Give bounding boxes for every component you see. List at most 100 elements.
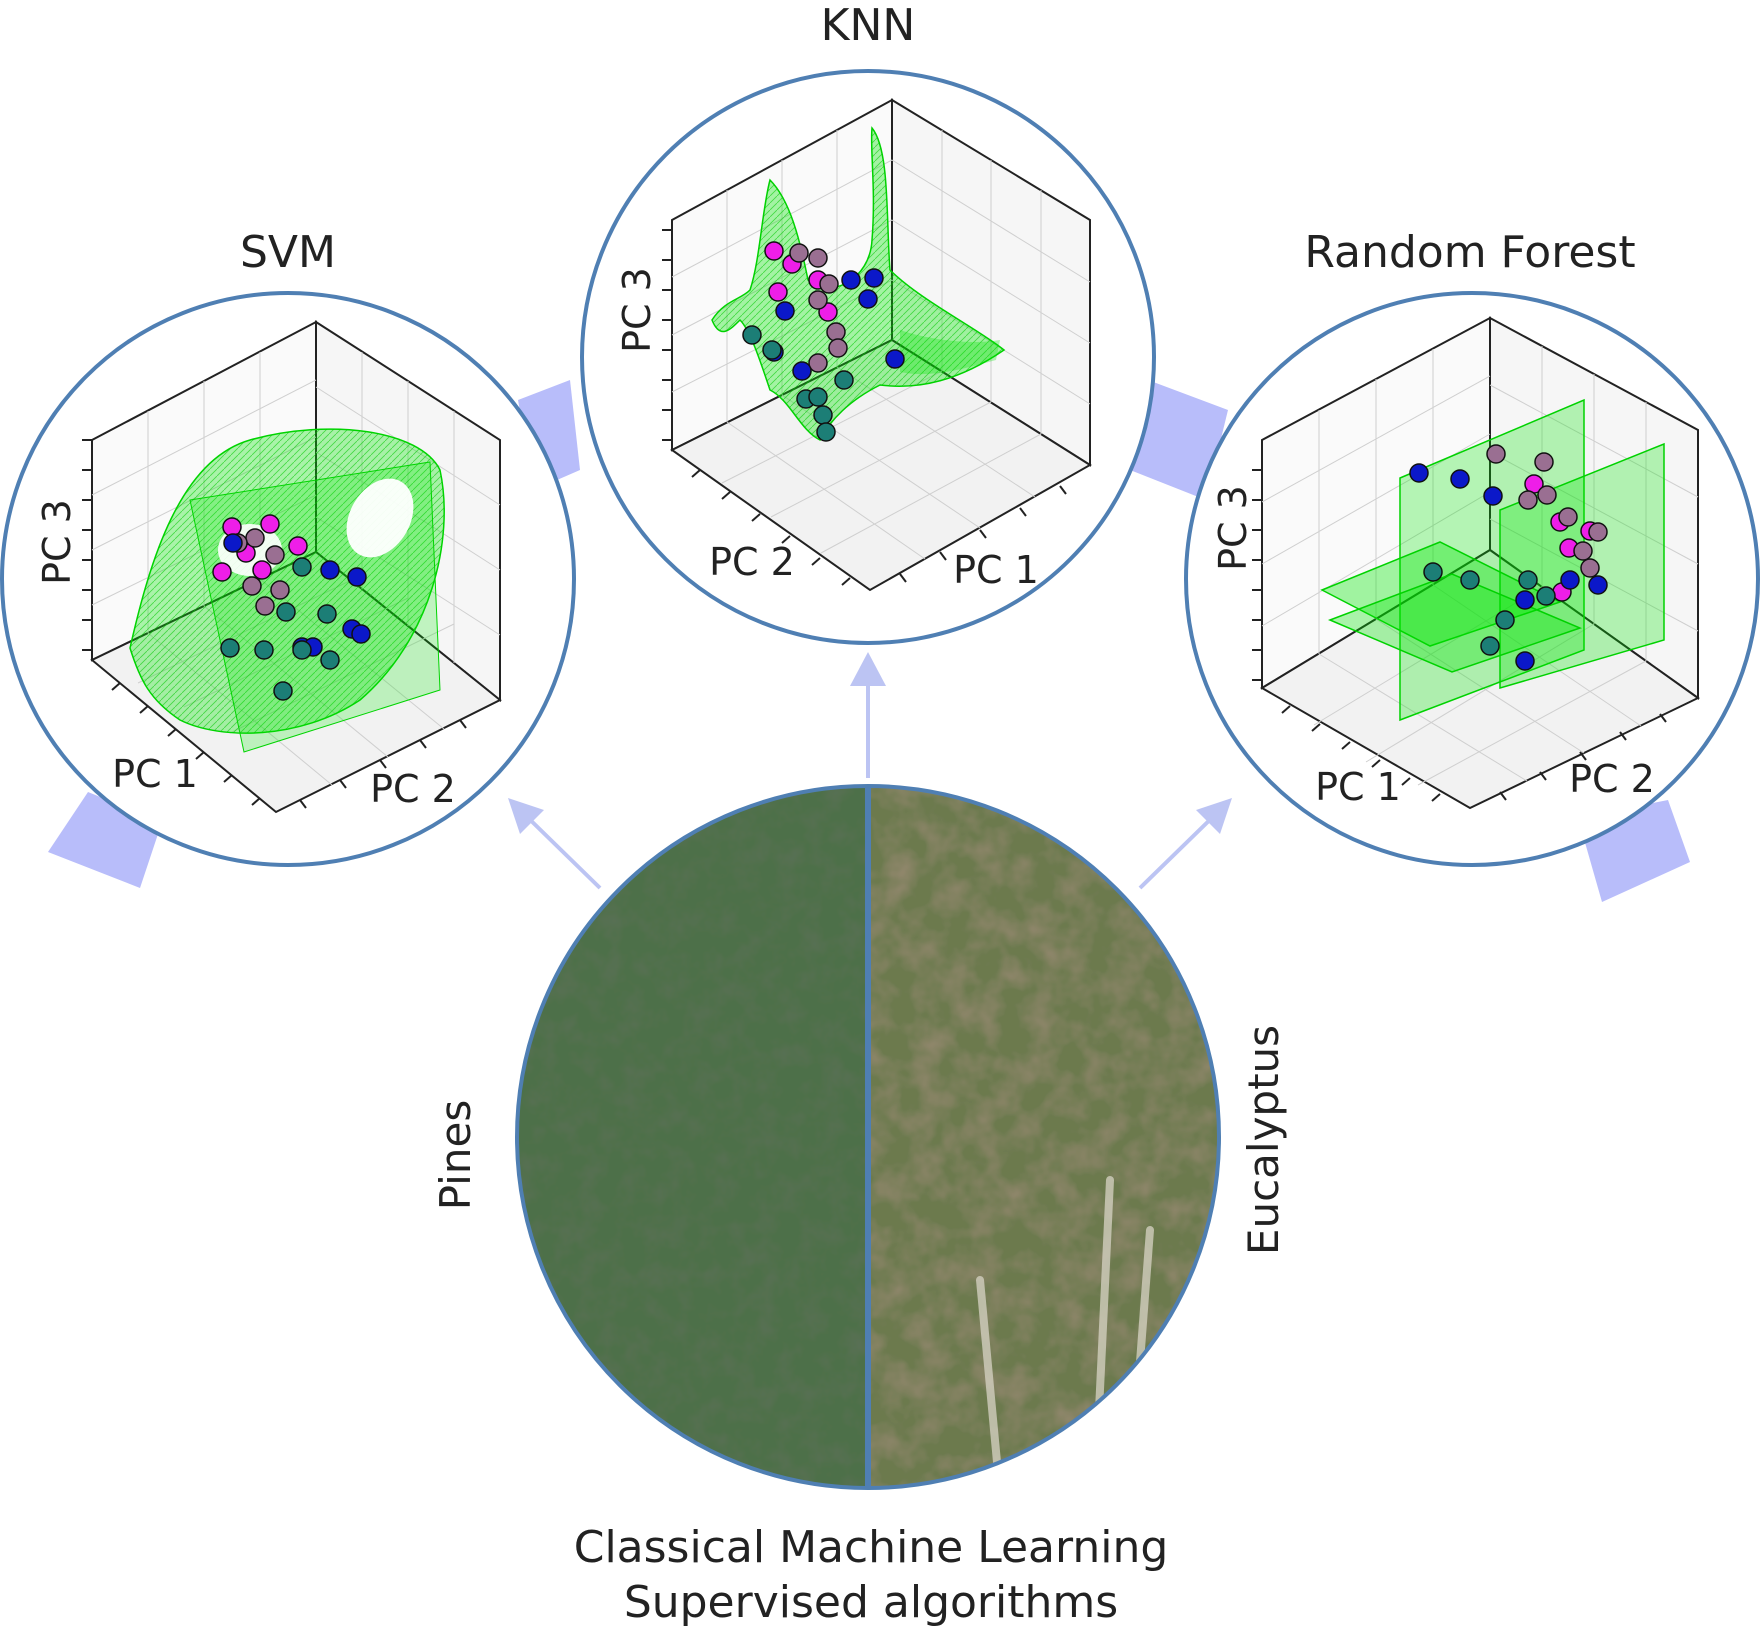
mauve-point	[265, 545, 285, 565]
mauve-point	[1486, 444, 1506, 464]
svm-surface	[129, 428, 445, 753]
mauve-point	[828, 338, 848, 358]
blue-point	[320, 560, 340, 580]
pines-label: Pines	[431, 1100, 480, 1210]
blue-point	[1450, 469, 1470, 489]
arrows	[508, 652, 1232, 890]
knn-axis-label-pc1: PC 1	[953, 548, 1039, 592]
teal-point	[1536, 586, 1556, 606]
band-knn-rf	[1130, 380, 1228, 500]
blue-point	[351, 624, 371, 644]
blue-point	[1515, 651, 1535, 671]
blue-point	[1483, 486, 1503, 506]
teal-point	[1460, 570, 1480, 590]
eucalyptus-photo-half	[868, 786, 1219, 1488]
blue-point	[792, 361, 812, 381]
svm-title: SVM	[240, 227, 336, 278]
teal-point	[276, 602, 296, 622]
blue-point	[841, 270, 861, 290]
rf-ticks	[1252, 469, 1667, 802]
arrow-head-rf	[1196, 798, 1232, 834]
magenta-point	[260, 514, 280, 534]
mauve-point	[1558, 507, 1578, 527]
teal-point	[813, 405, 833, 425]
mauve-point	[245, 528, 265, 548]
mauve-point	[819, 274, 839, 294]
photo-circle-border	[515, 784, 1221, 1490]
teal-point	[220, 638, 240, 658]
teal-point	[292, 557, 312, 577]
mauve-point	[255, 596, 275, 616]
knn-surface-blob-2	[900, 330, 1000, 375]
teal-point	[816, 422, 836, 442]
mauve-point	[808, 290, 828, 310]
mauve-point	[1534, 452, 1554, 472]
blue-point	[885, 349, 905, 369]
mauve-point	[826, 322, 846, 342]
blue-point	[223, 533, 243, 553]
mauve-point	[808, 353, 828, 373]
blue-point	[1560, 570, 1580, 590]
svm-axis-label-pc2: PC 2	[370, 767, 456, 811]
rf-points	[1409, 444, 1608, 671]
rf-axis-label-pc1: PC 1	[1315, 765, 1401, 809]
svm-panel: SVM	[0, 227, 576, 867]
knn-points	[742, 241, 905, 442]
rf-panel: Random Forest	[1184, 227, 1760, 867]
arrow-head-svm	[508, 798, 544, 834]
rf-plane-horizontal-2	[1327, 573, 1583, 673]
teal-point	[273, 681, 293, 701]
magenta-point	[764, 241, 784, 261]
mauve-point	[1537, 485, 1557, 505]
eucalyptus-label: Eucalyptus	[1239, 1025, 1288, 1255]
blue-point	[864, 268, 884, 288]
magenta-point	[212, 562, 232, 582]
teal-point	[762, 340, 782, 360]
blue-point	[1515, 590, 1535, 610]
teal-point	[808, 387, 828, 407]
teal-point	[834, 370, 854, 390]
teal-point	[292, 640, 312, 660]
knn-axis-label-pc2: PC 2	[709, 540, 795, 584]
pines-photo-half	[517, 786, 868, 1488]
caption-line-2: Supervised algorithms	[624, 1577, 1118, 1628]
teal-point	[1423, 562, 1443, 582]
teal-point	[742, 325, 762, 345]
mauve-point	[242, 576, 262, 596]
knn-circle-border	[580, 69, 1156, 645]
rf-circle-border	[1184, 291, 1760, 867]
mauve-point	[1580, 558, 1600, 578]
rf-title: Random Forest	[1304, 227, 1635, 278]
teal-point	[1518, 570, 1538, 590]
rf-axis-label-pc3: PC 3	[1211, 485, 1255, 571]
rf-axis-label-pc2: PC 2	[1569, 757, 1655, 801]
blue-point	[1409, 463, 1429, 483]
svm-circle-border	[0, 291, 576, 867]
teal-point	[317, 604, 337, 624]
mauve-point	[270, 580, 290, 600]
mauve-point	[789, 243, 809, 263]
knn-title: KNN	[821, 0, 916, 51]
svm-axis-label-pc1: PC 1	[112, 752, 198, 796]
mauve-point	[1573, 541, 1593, 561]
magenta-point	[288, 536, 308, 556]
teal-point	[320, 650, 340, 670]
svm-ticks	[82, 439, 467, 809]
mauve-point	[808, 248, 828, 268]
knn-panel: KNN	[580, 0, 1156, 645]
blue-point	[1588, 575, 1608, 595]
teal-point	[1480, 636, 1500, 656]
svm-surface-hole-right	[346, 478, 414, 558]
mauve-point	[1588, 522, 1608, 542]
mauve-point	[1518, 490, 1538, 510]
knn-ticks	[662, 229, 1067, 586]
magenta-point	[768, 282, 788, 302]
forest-photo	[515, 784, 1221, 1490]
magenta-point	[252, 560, 272, 580]
rf-floor	[1260, 548, 1700, 810]
caption-line-1: Classical Machine Learning	[574, 1522, 1169, 1573]
arrow-head-knn	[850, 652, 886, 686]
teal-point	[254, 640, 274, 660]
blue-point	[775, 301, 795, 321]
